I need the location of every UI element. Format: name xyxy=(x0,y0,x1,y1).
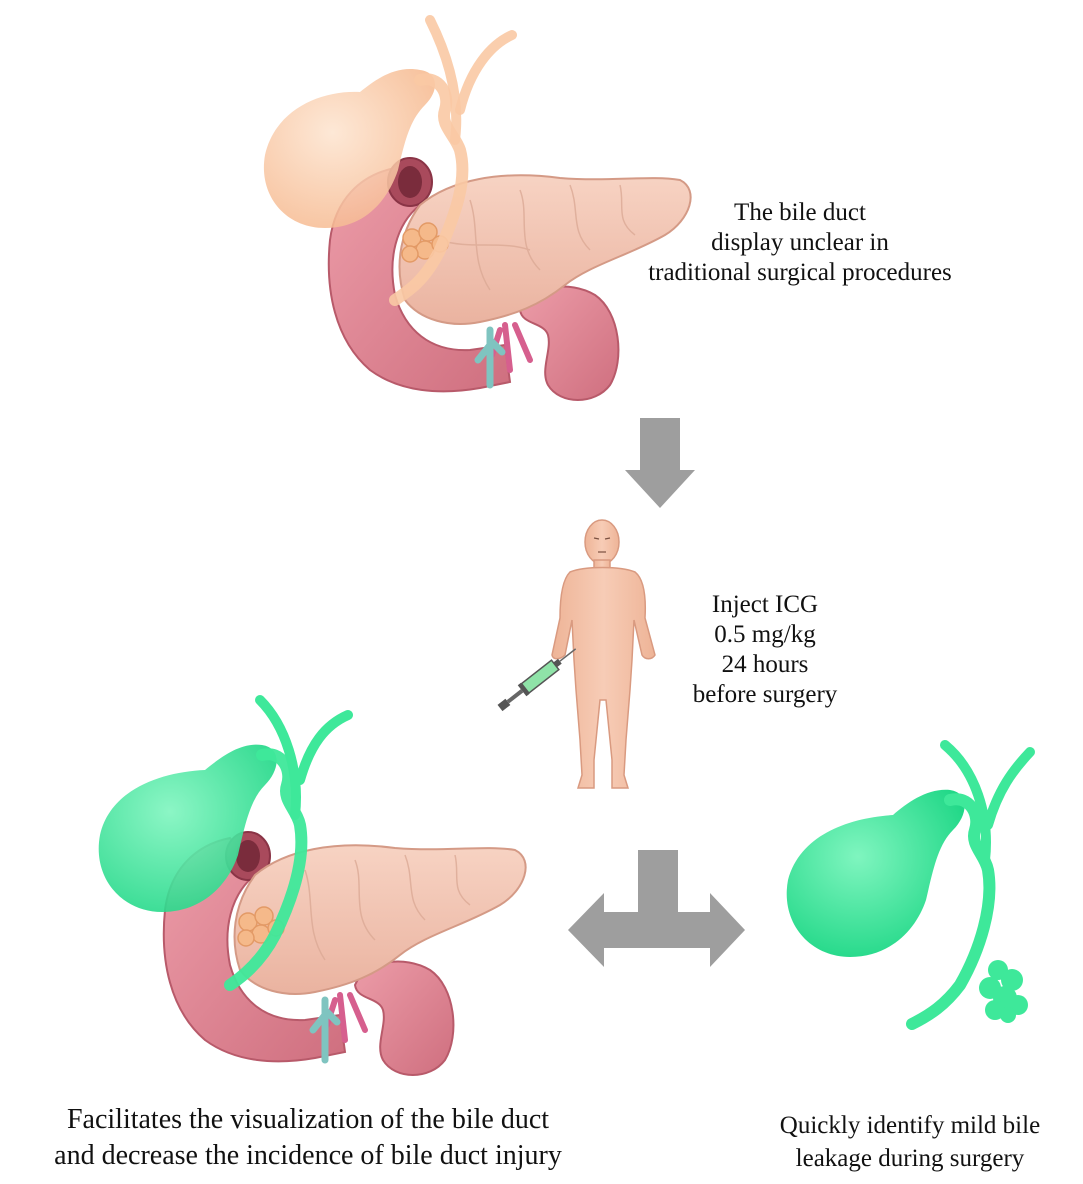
jejunum-bottom xyxy=(353,960,455,1076)
hepatic-duct-left-right xyxy=(940,740,991,865)
face xyxy=(593,537,611,553)
bile-duct-bottom xyxy=(224,748,308,991)
jejunum-top xyxy=(518,285,620,401)
syringe-icon xyxy=(497,648,577,712)
bottom-left-caption: Facilitates the visualization of the bil… xyxy=(0,1102,616,1175)
bottom-right-illustration xyxy=(786,740,1035,1030)
top-caption: The bile duct display unclear in traditi… xyxy=(610,198,990,288)
gallbladder-bottom xyxy=(98,744,277,912)
gallbladder-right xyxy=(786,789,965,957)
hepatic-duct-left-bottom xyxy=(255,695,301,820)
hepatic-duct-right-top xyxy=(455,30,517,115)
split-arrow xyxy=(568,850,745,967)
bottom-right-caption-line-1: Quickly identify mild bile xyxy=(779,1112,1041,1139)
hepatic-duct-left-top xyxy=(425,15,462,145)
inject-caption-line-4: before surgery xyxy=(692,681,838,708)
bile-leak-spot xyxy=(979,960,1028,1023)
bottom-right-caption: Quickly identify mild bile leakage durin… xyxy=(745,1110,1075,1175)
top-caption-line-3: traditional surgical procedures xyxy=(648,259,952,286)
down-arrow xyxy=(625,418,695,508)
bottom-left-caption-line-1: Facilitates the visualization of the bil… xyxy=(66,1104,550,1135)
top-caption-line-2: display unclear in xyxy=(711,229,889,256)
gallbladder-top xyxy=(263,69,436,228)
hepatic-duct-right-right xyxy=(983,747,1035,830)
top-caption-line-1: The bile duct xyxy=(734,199,866,226)
duodenum-top xyxy=(327,166,512,393)
vessel-teal-top xyxy=(474,326,506,389)
inject-caption-line-1: Inject ICG xyxy=(711,591,819,618)
hepatic-duct-right-bottom xyxy=(295,710,353,785)
inject-caption-line-3: 24 hours xyxy=(721,651,809,678)
bottom-left-organ-illustration xyxy=(98,695,527,1076)
inject-caption-line-2: 0.5 mg/kg xyxy=(714,621,816,648)
inject-caption: Inject ICG 0.5 mg/kg 24 hours before sur… xyxy=(655,590,875,710)
bottom-right-caption-line-2: leakage during surgery xyxy=(795,1144,1025,1172)
human-figure xyxy=(551,519,656,789)
bile-duct-right xyxy=(906,793,996,1030)
bottom-left-caption-line-2: and decrease the incidence of bile duct … xyxy=(54,1140,562,1172)
bile-duct-top xyxy=(389,73,469,306)
top-organ-illustration xyxy=(263,15,692,401)
vessel-teal-bottom xyxy=(309,996,341,1064)
